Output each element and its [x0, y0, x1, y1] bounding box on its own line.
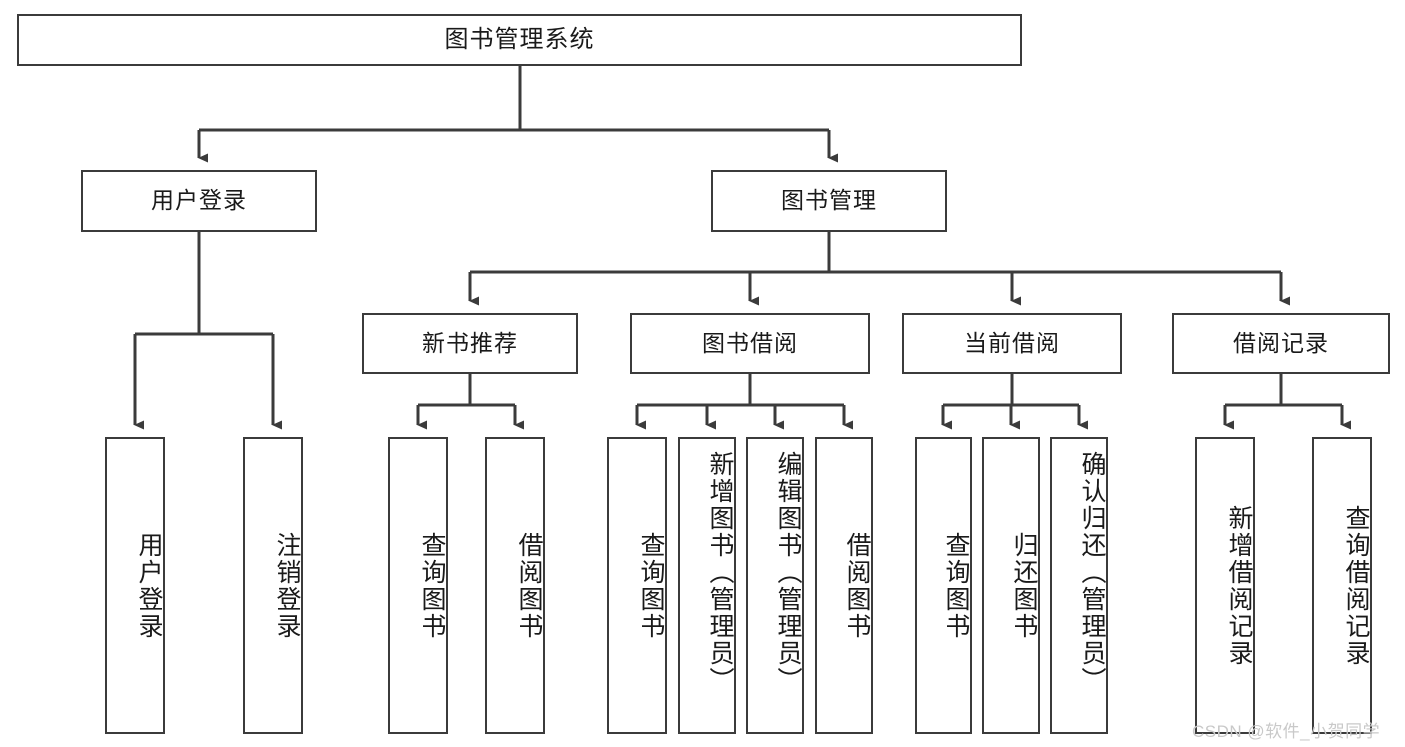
node-leaf-edit-book[interactable]: 编辑图书（管理员）	[746, 437, 804, 734]
csdn-watermark-text: CSDN @软件_小贺同学	[1192, 722, 1381, 741]
node-leaf-query-book-current-label: 查询图书	[942, 531, 970, 640]
node-book-borrow-label: 图书借阅	[702, 329, 798, 356]
node-user-login[interactable]: 用户登录	[81, 170, 317, 232]
node-leaf-user-logout-label: 注销登录	[273, 531, 301, 640]
node-leaf-query-record[interactable]: 查询借阅记录	[1312, 437, 1372, 734]
node-leaf-return-book-label: 归还图书	[1010, 531, 1038, 640]
node-current-borrow-label: 当前借阅	[964, 329, 1060, 356]
csdn-watermark: CSDN @软件_小贺同学	[1192, 717, 1380, 742]
node-leaf-user-logout[interactable]: 注销登录	[243, 437, 303, 734]
node-leaf-query-book-current[interactable]: 查询图书	[915, 437, 972, 734]
node-leaf-return-book[interactable]: 归还图书	[982, 437, 1040, 734]
node-borrow-record-label: 借阅记录	[1233, 329, 1329, 356]
node-user-login-label: 用户登录	[151, 187, 247, 214]
node-borrow-record[interactable]: 借阅记录	[1172, 313, 1390, 374]
node-leaf-edit-book-label: 编辑图书（管理员）	[774, 451, 802, 694]
node-leaf-query-book-rec[interactable]: 查询图书	[388, 437, 448, 734]
node-leaf-add-record[interactable]: 新增借阅记录	[1195, 437, 1255, 734]
node-root[interactable]: 图书管理系统	[17, 14, 1022, 66]
node-leaf-confirm-return-label: 确认归还（管理员）	[1078, 451, 1106, 694]
node-leaf-user-login[interactable]: 用户登录	[105, 437, 165, 734]
node-leaf-query-book-rec-label: 查询图书	[418, 531, 446, 640]
node-leaf-confirm-return[interactable]: 确认归还（管理员）	[1050, 437, 1108, 734]
node-leaf-add-book[interactable]: 新增图书（管理员）	[678, 437, 736, 734]
node-leaf-user-login-label: 用户登录	[135, 531, 163, 640]
node-leaf-borrow-book-rec[interactable]: 借阅图书	[485, 437, 545, 734]
node-leaf-add-record-label: 新增借阅记录	[1225, 504, 1253, 667]
node-new-book-rec[interactable]: 新书推荐	[362, 313, 578, 374]
node-book-manage[interactable]: 图书管理	[711, 170, 947, 232]
node-leaf-borrow-book[interactable]: 借阅图书	[815, 437, 873, 734]
node-leaf-borrow-book-rec-label: 借阅图书	[515, 531, 543, 640]
node-leaf-query-book-borrow-label: 查询图书	[637, 531, 665, 640]
node-new-book-rec-label: 新书推荐	[422, 329, 518, 356]
node-leaf-query-record-label: 查询借阅记录	[1342, 504, 1370, 667]
node-leaf-add-book-label: 新增图书（管理员）	[706, 451, 734, 694]
node-leaf-query-book-borrow[interactable]: 查询图书	[607, 437, 667, 734]
node-current-borrow[interactable]: 当前借阅	[902, 313, 1122, 374]
node-book-manage-label: 图书管理	[781, 187, 877, 214]
node-root-label: 图书管理系统	[444, 25, 595, 53]
node-leaf-borrow-book-label: 借阅图书	[843, 531, 871, 640]
node-book-borrow[interactable]: 图书借阅	[630, 313, 870, 374]
